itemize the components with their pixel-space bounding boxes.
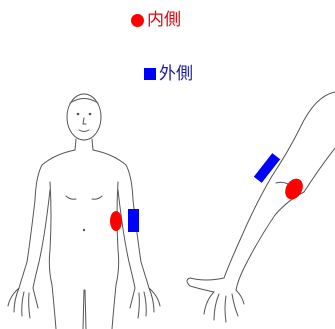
face-icon	[77, 113, 92, 132]
inner-marker-arm	[282, 175, 307, 202]
inner-marker-body	[110, 211, 122, 231]
head-outline	[67, 94, 101, 140]
outer-marker-body	[128, 209, 139, 232]
bent-arm-figure	[187, 92, 335, 322]
outer-marker-arm	[254, 153, 280, 183]
